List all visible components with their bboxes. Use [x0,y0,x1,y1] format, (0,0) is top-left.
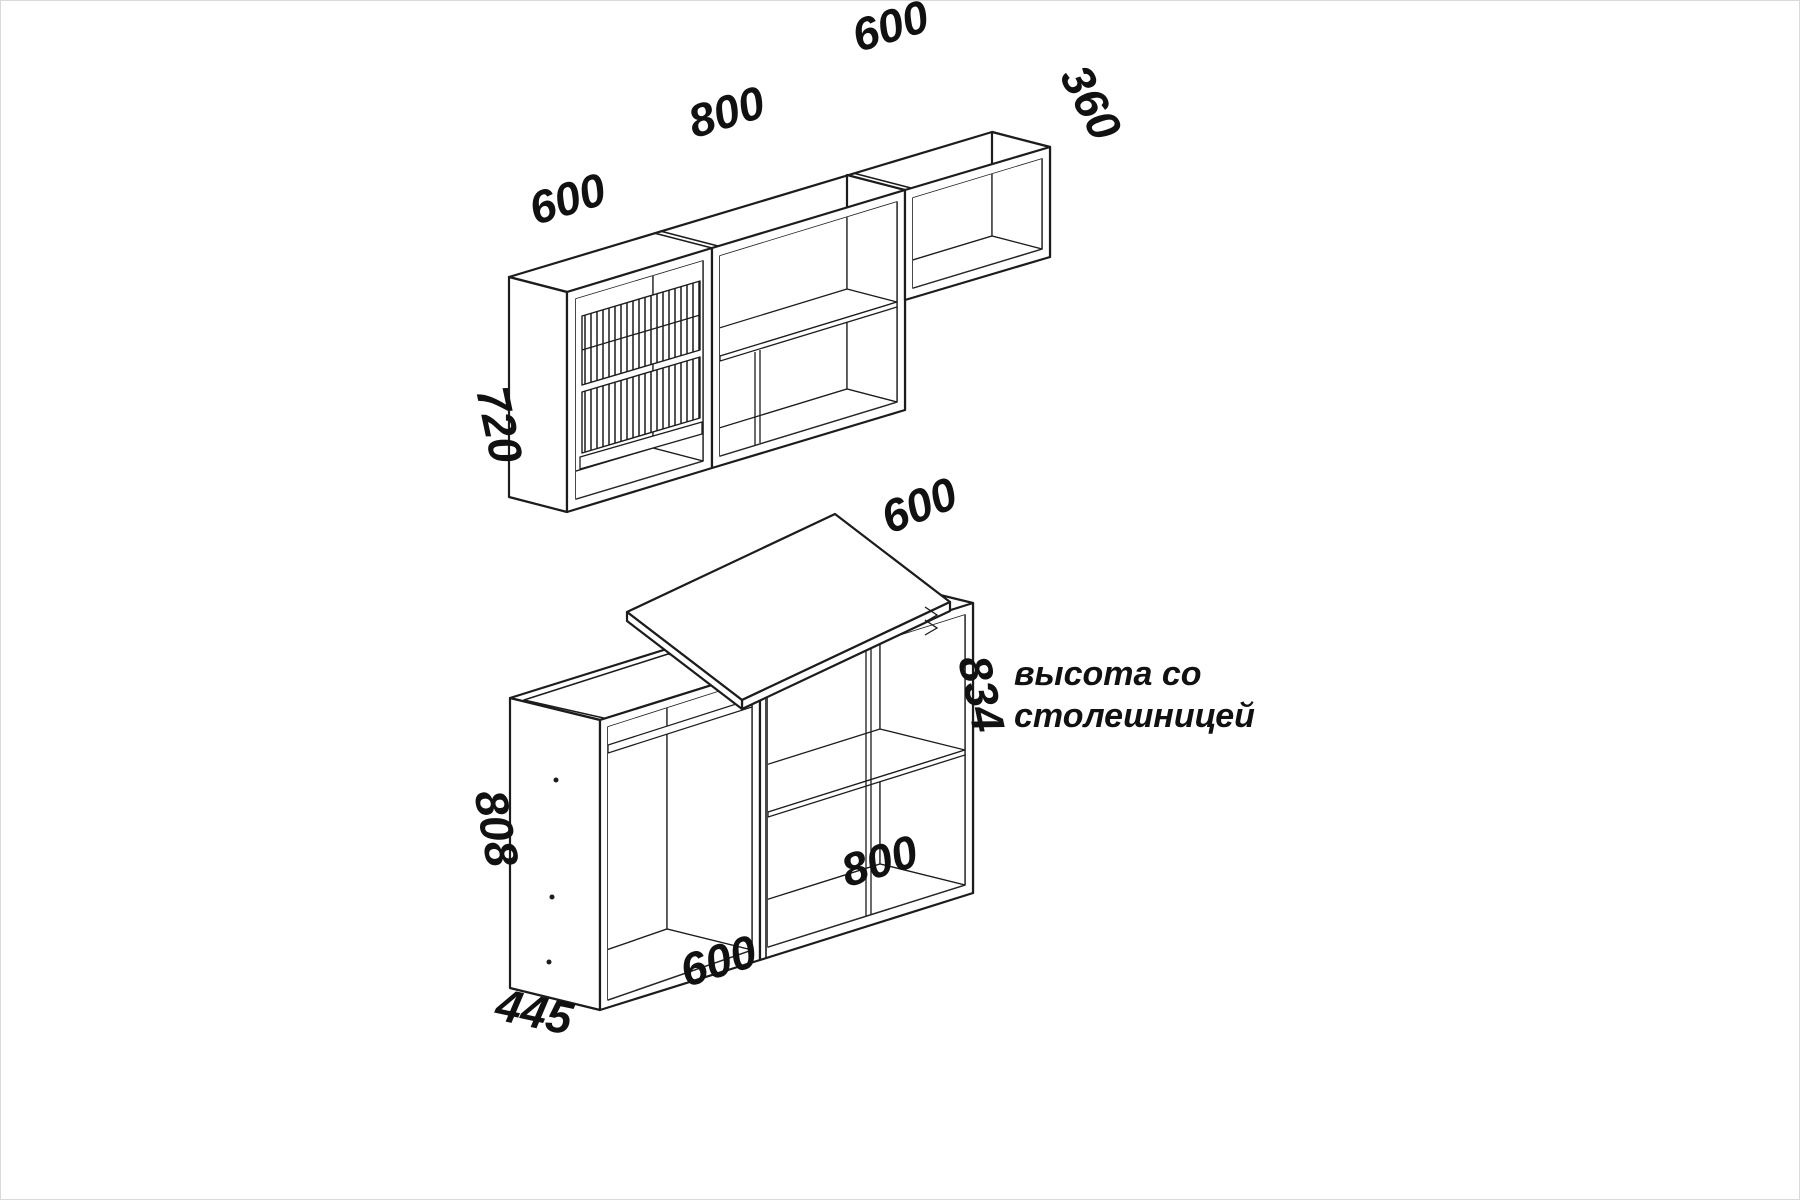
drawer-rail [608,698,752,754]
screw-hole [553,777,559,783]
drip-tray [579,421,703,470]
dim-wall-left-width: 600 [523,162,612,234]
screw-hole [546,959,552,965]
dim-countertop-depth: 600 [874,467,965,544]
fixing-bracket-icon [924,619,939,636]
wall-left-cabinet-interior [576,261,703,499]
note-height-with-countertop-line2: столешницей [1014,697,1255,735]
base-right-cabinet-interior [768,615,965,947]
dish-rack-lower [581,356,701,454]
countertop-left-edge [625,610,744,711]
base-left-cabinet-interior [608,681,752,1000]
screw-hole [549,894,555,900]
wall-cabinets-drawing: 600 800 600 360 720 [466,0,1132,514]
dim-wall-right-width: 600 [846,0,935,62]
countertop [625,512,952,711]
dim-wall-right-height: 360 [1050,56,1132,149]
dim-wall-middle-width: 800 [682,75,771,147]
fixing-bracket-icon [924,606,939,623]
base-cabinets-drawing: 600 834 808 800 600 445 высота со столеш… [464,467,1255,1046]
note-height-with-countertop-line1: высота со [1014,655,1202,693]
wall-middle-cabinet-interior [720,202,897,456]
